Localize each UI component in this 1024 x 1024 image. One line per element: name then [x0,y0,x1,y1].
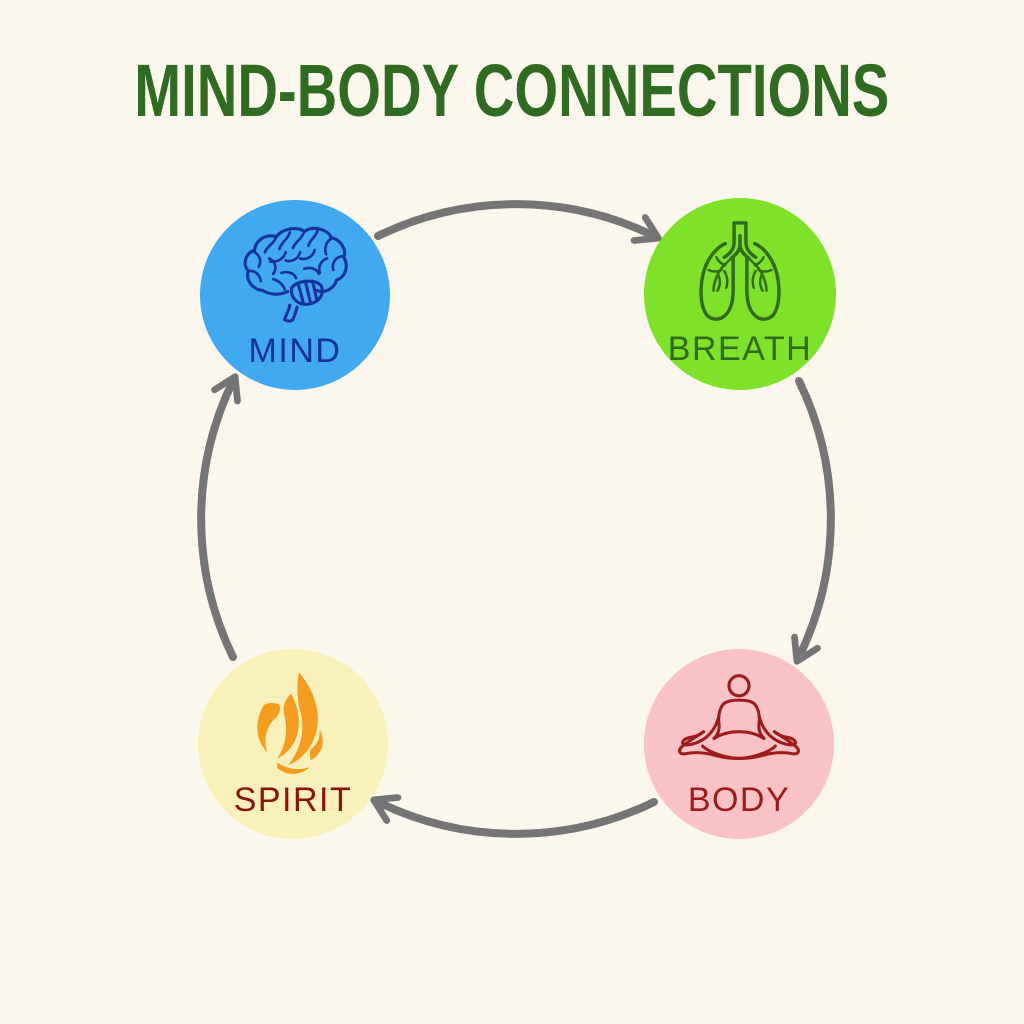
node-label-breath: BREATH [667,330,813,368]
page-title: MIND-BODY CONNECTIONS [0,48,1024,133]
arrow-breath-to-body [799,377,835,657]
page-title-text: MIND-BODY CONNECTIONS [134,49,890,132]
arrow-spirit-to-mind [197,381,233,661]
arrow-mind-to-breath [374,200,654,236]
node-breath: BREATH [644,198,836,390]
arrow-body-to-spirit [378,802,658,838]
node-mind: MIND [200,200,390,390]
brain-icon [238,220,352,332]
meditation-icon [672,669,806,781]
flame-icon [244,669,342,781]
node-spirit: SPIRIT [198,649,388,839]
node-label-body: BODY [687,781,791,819]
node-label-mind: MIND [248,332,342,370]
lungs-icon [681,218,799,330]
node-body: BODY [644,649,834,839]
node-label-spirit: SPIRIT [233,781,353,819]
